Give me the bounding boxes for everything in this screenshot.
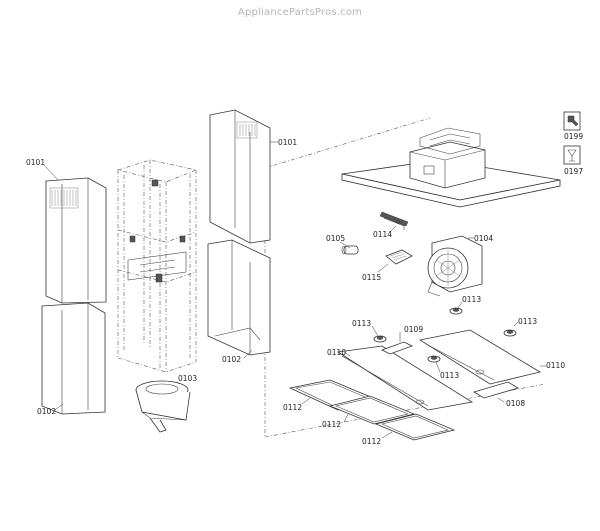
label-0101-left: 0101 bbox=[26, 158, 45, 167]
part-0110-trim-left[interactable] bbox=[336, 345, 474, 411]
part-0113-lamp-c[interactable] bbox=[427, 355, 441, 363]
part-0103-duct-connector[interactable] bbox=[135, 380, 191, 433]
label-0110-left: 0110 bbox=[327, 348, 346, 357]
leader-0112-c bbox=[381, 431, 393, 439]
leader-0102-mid bbox=[243, 349, 253, 359]
leader-0113-c bbox=[435, 361, 441, 373]
leader-0115 bbox=[377, 263, 389, 273]
part-0112-filter-b[interactable] bbox=[328, 395, 416, 425]
label-0199: 0199 bbox=[564, 132, 583, 141]
leader-0103 bbox=[175, 381, 181, 385]
part-0102-mid-cover[interactable] bbox=[207, 239, 271, 356]
leader-0113-b bbox=[457, 301, 463, 309]
wrench-icon[interactable] bbox=[563, 111, 581, 131]
leader-0113-d bbox=[513, 321, 519, 327]
site-watermark: AppliancePartsPros.com bbox=[238, 7, 362, 18]
part-0115-control-board[interactable] bbox=[385, 249, 413, 265]
leader-0113-a bbox=[371, 325, 379, 337]
part-0110-trim-right[interactable] bbox=[418, 329, 542, 385]
leader-0105 bbox=[339, 241, 351, 249]
label-0104: 0104 bbox=[474, 234, 493, 243]
leader-0101-left bbox=[43, 164, 59, 181]
part-0113-lamp-d[interactable] bbox=[503, 329, 517, 337]
part-0104-blower-motor[interactable] bbox=[427, 235, 483, 297]
label-0102-left: 0102 bbox=[37, 407, 56, 416]
label-0197: 0197 bbox=[564, 167, 583, 176]
label-0112-c: 0112 bbox=[362, 437, 381, 446]
label-0114: 0114 bbox=[373, 230, 392, 239]
part-0101-left-cover[interactable] bbox=[45, 177, 107, 304]
part-0108-strip[interactable] bbox=[473, 381, 519, 399]
part-0105-capacitor[interactable] bbox=[341, 245, 359, 255]
part-0109-strip[interactable] bbox=[380, 341, 414, 355]
label-0102-mid: 0102 bbox=[222, 355, 241, 364]
label-0113-d: 0113 bbox=[518, 317, 537, 326]
part-0113-lamp-b[interactable] bbox=[449, 307, 463, 315]
leader-0108 bbox=[497, 397, 505, 403]
part-0112-filter-c[interactable] bbox=[374, 413, 456, 441]
label-0101-right: 0101 bbox=[278, 138, 297, 147]
label-0113-b: 0113 bbox=[462, 295, 481, 304]
leader-0112-b bbox=[343, 413, 349, 423]
leader-0110-left bbox=[343, 351, 351, 357]
label-0113-a: 0113 bbox=[352, 319, 371, 328]
label-0108: 0108 bbox=[506, 399, 525, 408]
part-0113-lamp-a[interactable] bbox=[373, 335, 387, 343]
leader-0112-a bbox=[301, 397, 311, 405]
support-frame[interactable] bbox=[116, 159, 198, 373]
label-0112-a: 0112 bbox=[283, 403, 302, 412]
label-0103: 0103 bbox=[178, 374, 197, 383]
leader-0114 bbox=[389, 225, 397, 233]
label-0110-right: 0110 bbox=[546, 361, 565, 370]
label-0113-c: 0113 bbox=[440, 371, 459, 380]
part-0101-right-cover[interactable] bbox=[209, 109, 271, 244]
label-0109: 0109 bbox=[404, 325, 423, 334]
label-0112-b: 0112 bbox=[322, 420, 341, 429]
leader-0102-left bbox=[54, 403, 64, 411]
hood-canopy[interactable] bbox=[341, 127, 561, 208]
part-0114-switch[interactable] bbox=[379, 211, 409, 230]
label-0115: 0115 bbox=[362, 273, 381, 282]
fastener-icon[interactable] bbox=[563, 145, 581, 165]
label-0105: 0105 bbox=[326, 234, 345, 243]
part-0102-left-cover[interactable] bbox=[41, 302, 106, 415]
